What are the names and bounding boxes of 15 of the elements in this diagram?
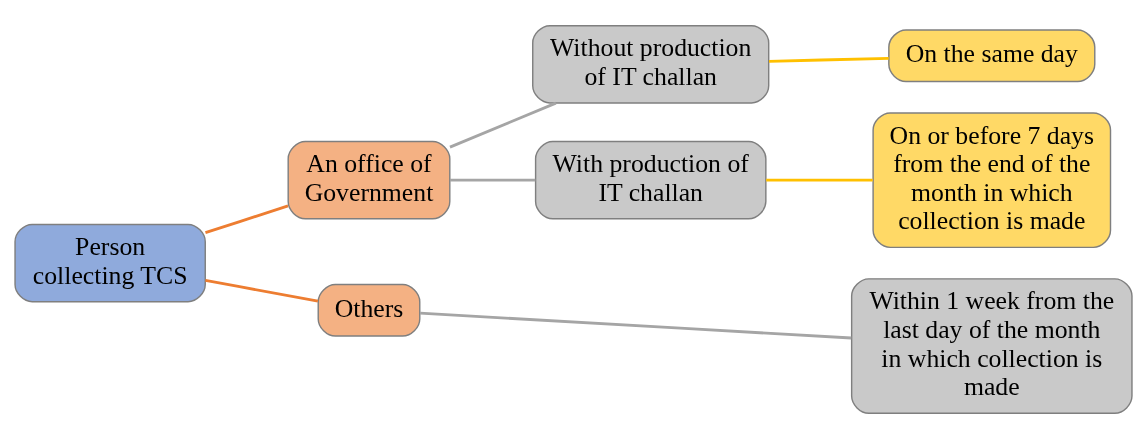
connector — [449, 178, 536, 182]
connector — [205, 204, 289, 234]
node-box: Without production of IT challan — [532, 24, 770, 104]
connector — [205, 278, 319, 303]
node-box: An office of Government — [287, 140, 451, 219]
connector — [420, 311, 852, 339]
node-box: Others — [317, 283, 421, 337]
node-box: Person collecting TCS — [14, 223, 206, 302]
node-box: On the same day — [888, 28, 1096, 82]
connector — [766, 178, 873, 182]
node-box: Within 1 week from the last day of the month in which collection is made — [850, 277, 1133, 414]
node-box: With production of IT challan — [534, 140, 767, 219]
connector — [769, 56, 889, 63]
connector — [449, 101, 557, 148]
node-box: On or before 7 days from the end of the month in which collection is made — [872, 111, 1112, 248]
